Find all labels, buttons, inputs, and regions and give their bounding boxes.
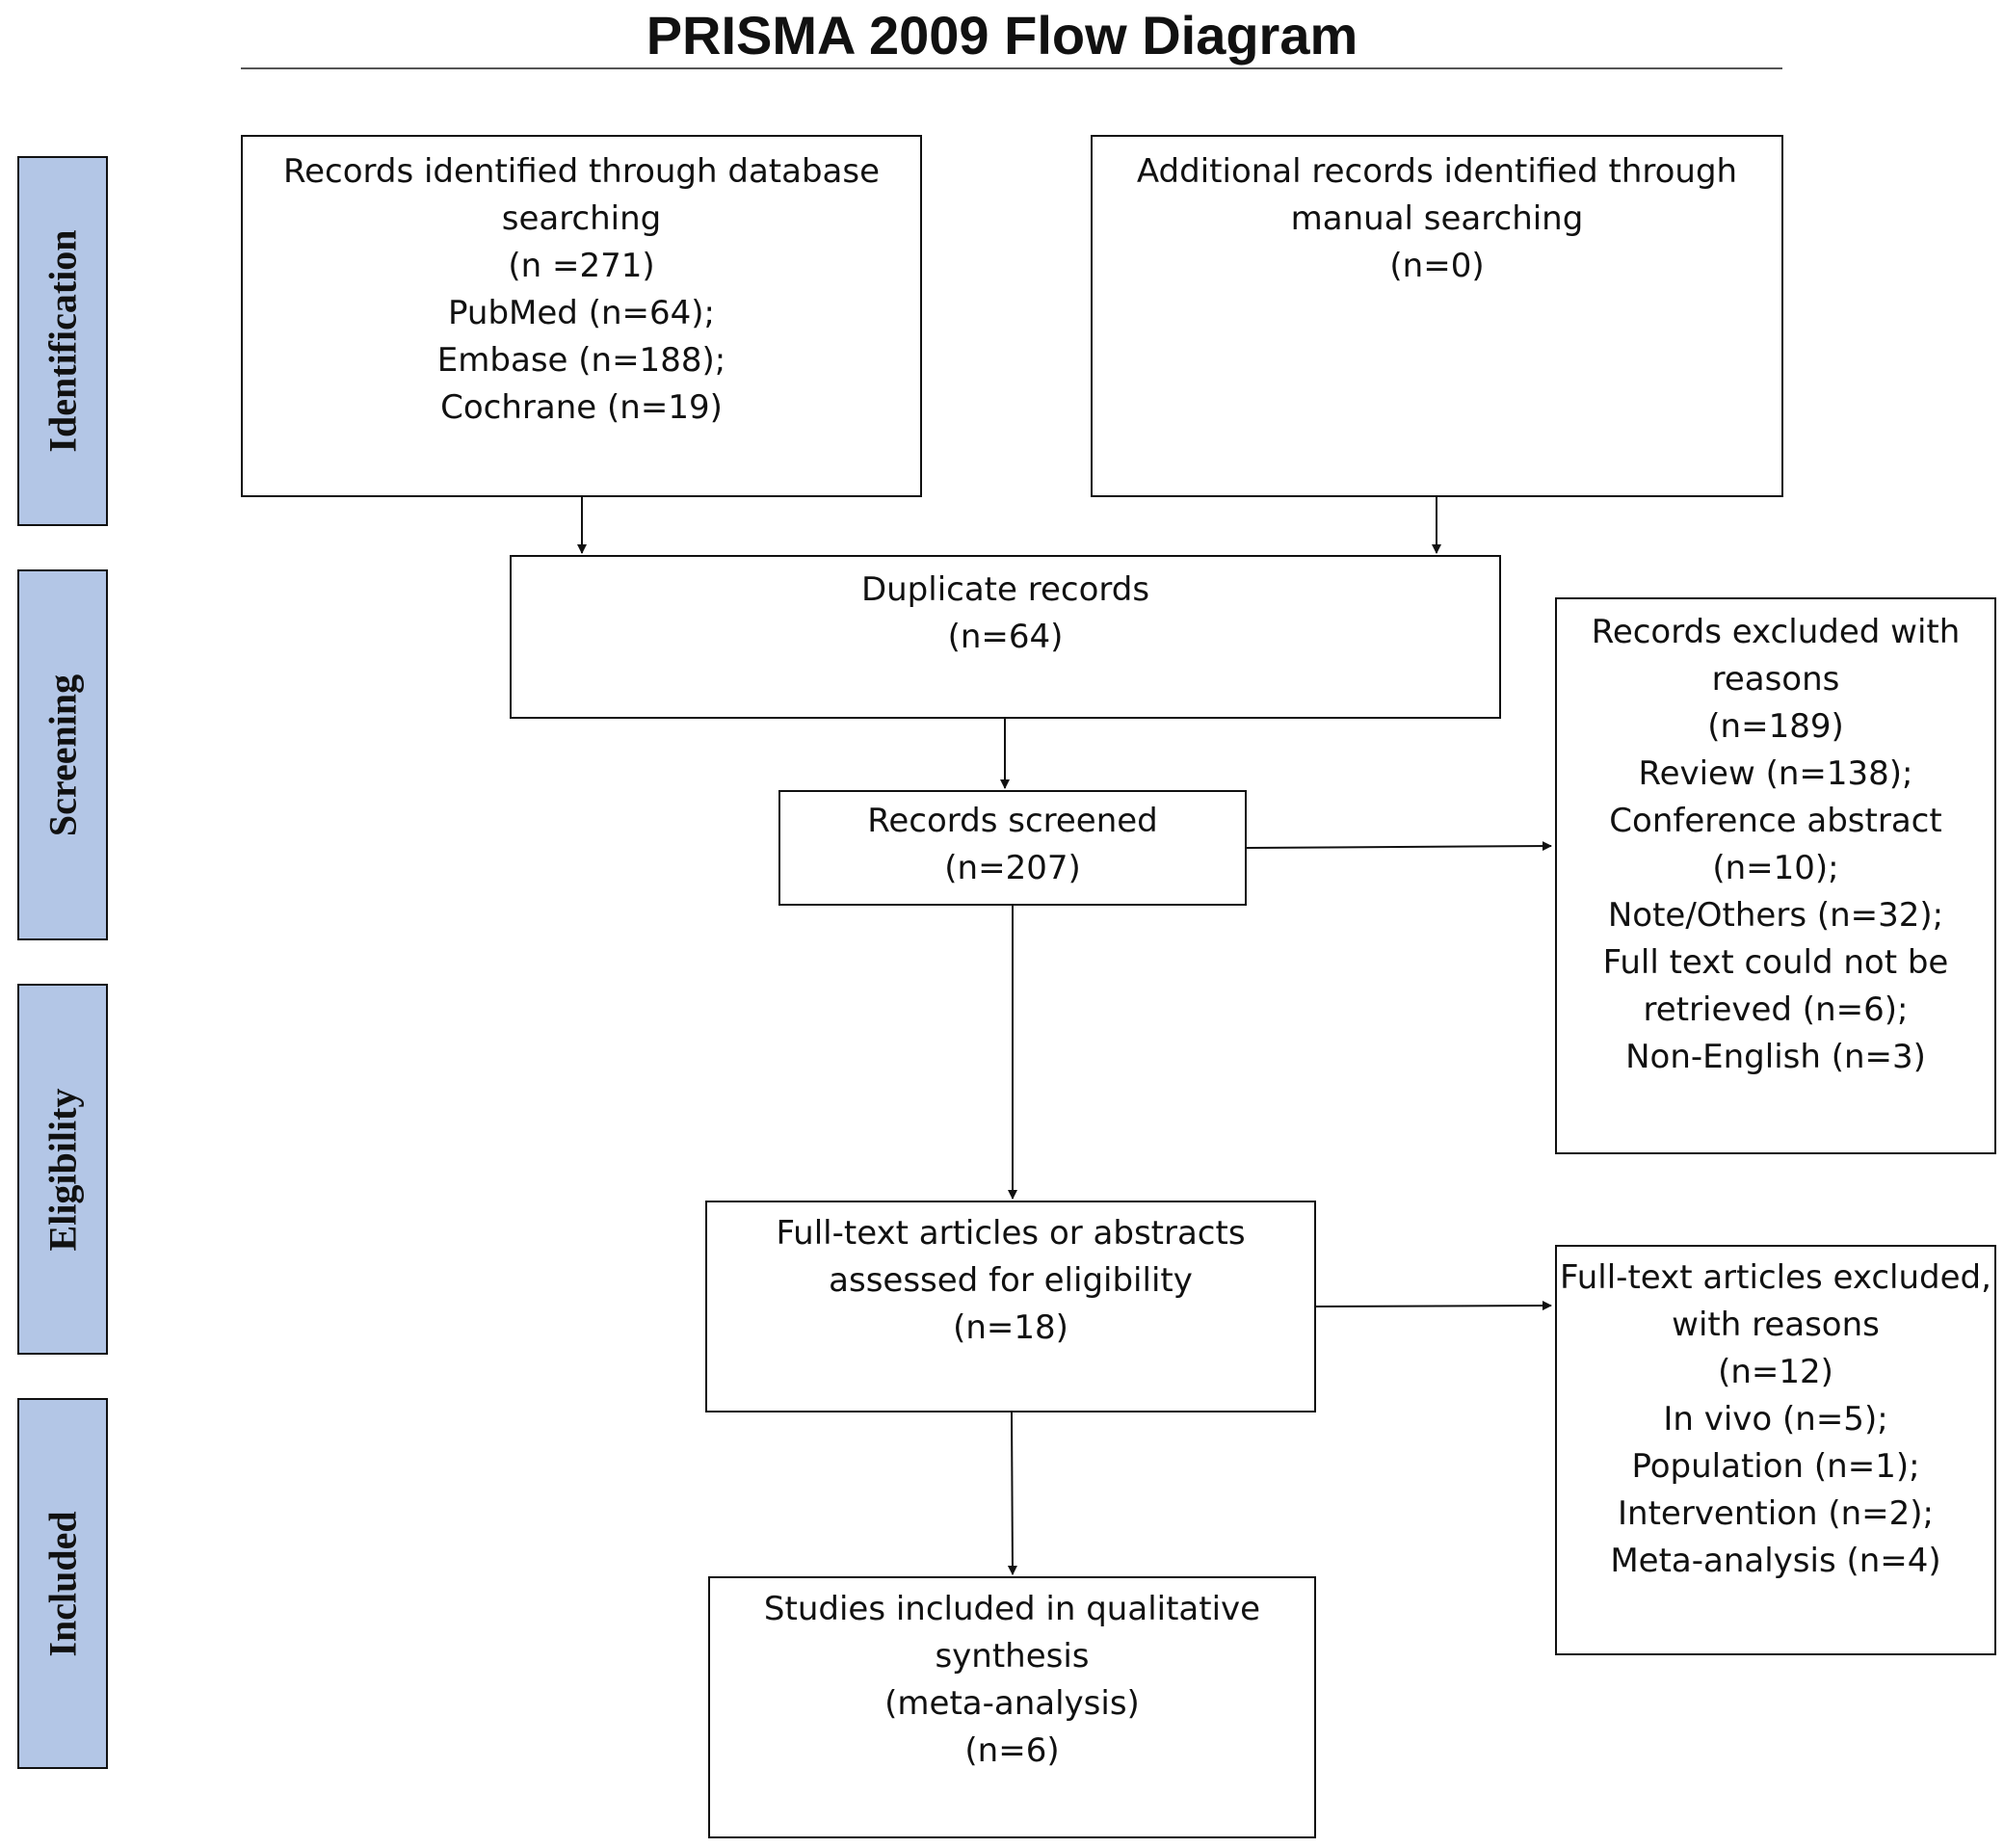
box-text-line: (n=6): [964, 1731, 1060, 1770]
stage-screening: Screening: [17, 569, 108, 940]
box-database-search: Records identified through database sear…: [241, 135, 922, 497]
box-text-line: Note/Others (n=32);: [1607, 896, 1944, 935]
box-text-line: Review (n=138);: [1638, 754, 1913, 793]
box-text-line: PubMed (n=64);: [448, 294, 715, 332]
box-text-line: Embase (n=188);: [436, 341, 726, 380]
box-text-line: reasons: [1711, 660, 1840, 699]
arrow-fulltext-to-excluded: [1315, 1301, 1552, 1311]
arrow-fulltext-to-included: [1007, 1412, 1017, 1575]
box-text-line: searching: [501, 199, 662, 238]
box-text-line: Records excluded with: [1591, 613, 1961, 651]
box-full-text-assessed: Full-text articles or abstracts assessed…: [705, 1201, 1316, 1412]
stage-identification: Identification: [17, 156, 108, 526]
box-text-line: Additional records identified through: [1136, 152, 1738, 191]
box-text-line: Records screened: [867, 802, 1158, 840]
box-text-line: Meta-analysis (n=4): [1610, 1542, 1941, 1580]
box-text-line: Studies included in qualitative: [763, 1590, 1261, 1628]
stage-label-eligibility: Eligibility: [40, 1088, 85, 1251]
arrow-screened-to-excluded: [1246, 841, 1552, 852]
box-text-line: (n=189): [1707, 707, 1844, 746]
box-text-line: Population (n=1);: [1631, 1447, 1920, 1486]
box-text-line: (n=207): [944, 849, 1081, 887]
stage-included: Included: [17, 1398, 108, 1769]
box-text-line: with reasons: [1672, 1306, 1880, 1344]
box-text-line: Full-text articles excluded,: [1560, 1258, 1991, 1297]
diagram-title: PRISMA 2009 Flow Diagram: [646, 5, 1358, 66]
box-text-line: assessed for eligibility: [829, 1261, 1193, 1300]
box-manual-search: Additional records identified through ma…: [1091, 135, 1783, 497]
stage-label-screening: Screening: [40, 673, 85, 836]
box-studies-included: Studies included in qualitative synthesi…: [708, 1576, 1316, 1838]
box-duplicate-records: Duplicate records (n=64): [510, 555, 1501, 719]
box-text-line: (n=18): [953, 1308, 1068, 1347]
box-full-text-excluded: Full-text articles excluded, with reason…: [1555, 1245, 1996, 1655]
box-records-excluded: Records excluded with reasons (n=189) Re…: [1555, 597, 1996, 1154]
box-text-line: (meta-analysis): [884, 1684, 1140, 1723]
box-text-line: manual searching: [1290, 199, 1584, 238]
box-text-line: Intervention (n=2);: [1618, 1494, 1934, 1533]
box-text-line: (n=12): [1718, 1353, 1833, 1391]
stage-label-identification: Identification: [40, 229, 85, 453]
box-text-line: (n =271): [508, 247, 655, 285]
box-text-line: (n=64): [947, 618, 1064, 656]
box-text-line: Full-text articles or abstracts: [776, 1214, 1246, 1253]
box-text-line: Non-English (n=3): [1625, 1038, 1926, 1076]
stage-eligibility: Eligibility: [17, 984, 108, 1355]
box-text-line: synthesis: [935, 1637, 1090, 1676]
title-underline: [241, 67, 1782, 69]
box-text-line: (n=0): [1389, 247, 1485, 285]
box-text-line: Conference abstract: [1609, 802, 1942, 840]
box-text-line: Full text could not be: [1602, 943, 1949, 982]
box-records-screened: Records screened (n=207): [778, 790, 1247, 906]
box-text-line: Duplicate records: [860, 570, 1150, 609]
box-text-line: retrieved (n=6);: [1643, 990, 1909, 1029]
stage-label-included: Included: [40, 1510, 85, 1657]
box-text-line: Records identified through database: [282, 152, 881, 191]
box-text-line: (n=10);: [1712, 849, 1839, 887]
box-text-line: In vivo (n=5);: [1663, 1400, 1888, 1439]
box-text-line: Cochrane (n=19): [440, 388, 723, 427]
